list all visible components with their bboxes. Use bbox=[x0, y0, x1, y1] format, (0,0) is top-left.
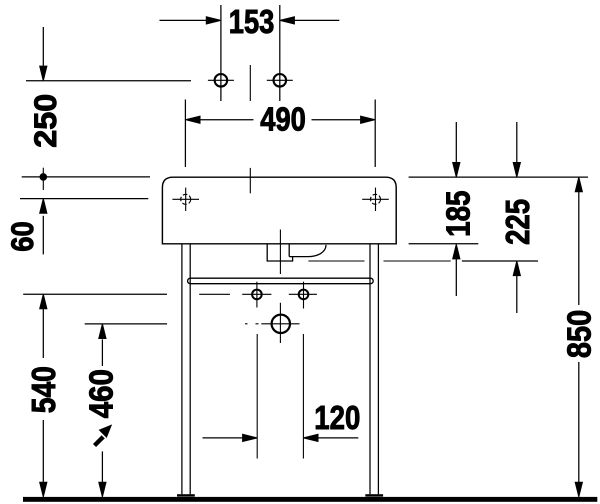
svg-text:490: 490 bbox=[260, 101, 306, 138]
svg-text:153: 153 bbox=[229, 3, 274, 40]
svg-text:250: 250 bbox=[27, 94, 63, 148]
svg-text:225: 225 bbox=[500, 199, 537, 245]
svg-text:185: 185 bbox=[441, 191, 478, 237]
svg-text:460: 460 bbox=[83, 369, 120, 418]
svg-text:60: 60 bbox=[4, 221, 40, 252]
svg-text:850: 850 bbox=[561, 310, 598, 358]
svg-text:120: 120 bbox=[314, 399, 360, 436]
svg-text:540: 540 bbox=[25, 366, 62, 413]
